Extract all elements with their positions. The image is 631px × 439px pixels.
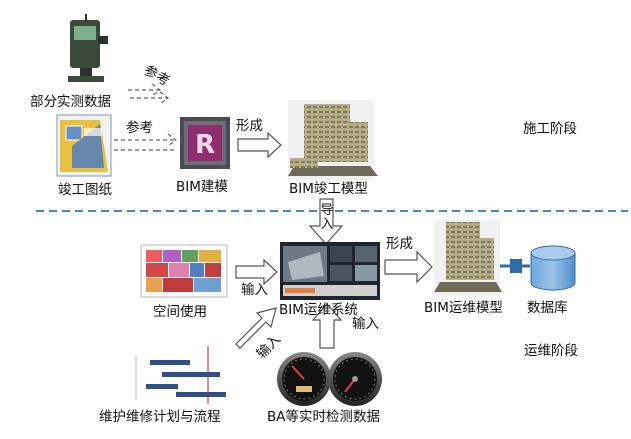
- svg-text:R: R: [195, 130, 215, 160]
- database-connector: [500, 259, 530, 273]
- input-arrow-space: [235, 258, 278, 286]
- om-model-label: BIM运维模型: [424, 300, 503, 316]
- ba-data-label: BA等实时检测数据: [267, 409, 380, 425]
- gauge-right: [328, 352, 382, 406]
- asbuilt-building-image: [288, 100, 378, 180]
- maintenance-plan-label: 维护维修计划与流程: [99, 409, 221, 425]
- revit-logo-image: R: [180, 117, 230, 169]
- database-icon: [530, 245, 576, 291]
- input-arrow-ba: [311, 303, 343, 349]
- form-arrow-bottom: [384, 250, 433, 284]
- import-arrow: [308, 198, 344, 245]
- total-station-image: [68, 14, 108, 82]
- form-arrow-top: [237, 131, 282, 159]
- bim-modeling-label: BIM建模: [176, 179, 228, 195]
- input-label-space: 输入: [241, 282, 268, 298]
- gauge-left: [277, 352, 331, 406]
- om-stage-label: 运维阶段: [524, 343, 578, 359]
- form-label-bottom: 形成: [386, 236, 413, 252]
- gantt-chart-image: [135, 346, 226, 404]
- input-label-ba: 输入: [352, 316, 379, 332]
- floor-plan-image: [140, 244, 228, 298]
- om-building-image: [434, 220, 502, 296]
- drawing-label: 竣工图纸: [58, 182, 112, 198]
- om-system-label: BIM运维系统: [279, 302, 358, 318]
- asbuilt-drawing-image: [56, 114, 112, 177]
- database-label: 数据库: [527, 300, 568, 316]
- input-arrow-maintenance: [235, 307, 277, 349]
- form-label-top: 形成: [236, 118, 263, 134]
- import-label: 导入: [320, 203, 334, 232]
- reference-arrows: [114, 83, 177, 151]
- reference-label-2: 参考: [126, 120, 153, 136]
- space-usage-label: 空间使用: [153, 304, 207, 320]
- om-system-screenshot: [280, 242, 380, 300]
- survey-data-label: 部分实测数据: [30, 94, 111, 110]
- construction-stage-label: 施工阶段: [523, 121, 577, 137]
- bim-asbuilt-label: BIM竣工模型: [289, 181, 368, 197]
